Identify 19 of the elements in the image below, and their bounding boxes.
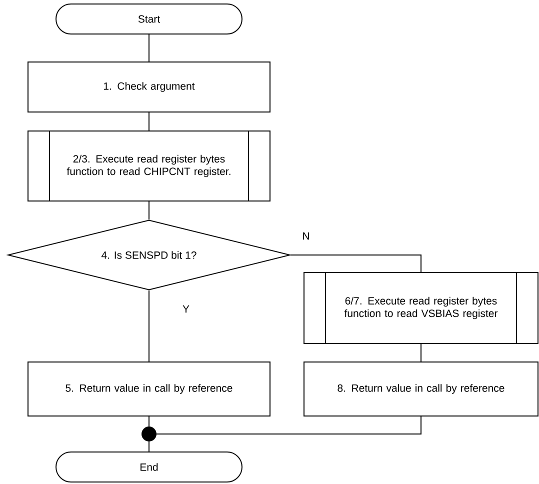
connector-line [290, 254, 422, 272]
subroutine-box: 2/3. Execute read register bytes function to read CHIPCNT register. [28, 130, 270, 202]
connector-line [148, 441, 150, 452]
subroutine-box: 6/7. Execute read register bytes function to read VSBIAS register [304, 272, 538, 344]
connector-line [148, 290, 150, 362]
process-box: 5. Return value in call by reference [28, 362, 270, 416]
connector-line [148, 416, 150, 427]
edge-label: Y [182, 304, 190, 314]
process-box: 8. Return value in call by reference [304, 362, 538, 416]
process-box: 1. Check argument [28, 62, 270, 112]
junction-dot [142, 426, 156, 442]
connector-line [148, 112, 150, 131]
edge-label: N [301, 231, 311, 241]
connector-line [148, 34, 150, 62]
connector-line [420, 344, 422, 362]
terminal-box: Start [56, 4, 242, 34]
connector-line [156, 416, 422, 434]
connector-line [148, 201, 150, 220]
terminal-box: End [56, 452, 242, 482]
